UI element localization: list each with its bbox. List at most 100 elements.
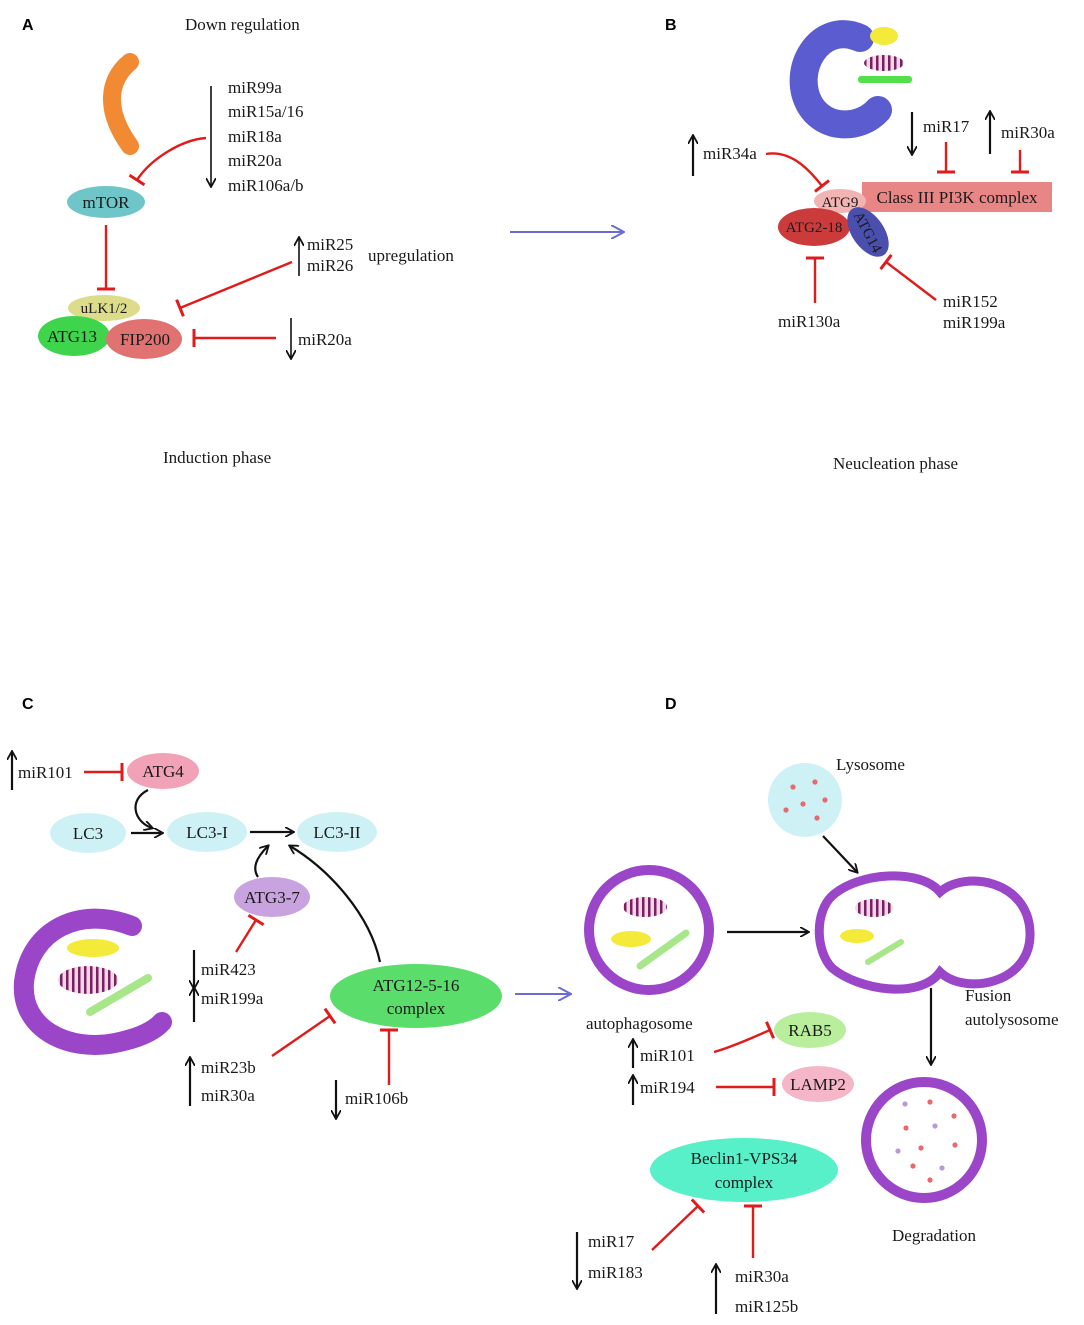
- lysosome-dot: [800, 801, 806, 807]
- inhibition-mirs-to-mtor: [128, 136, 207, 187]
- atg14-node: [847, 207, 889, 257]
- lc3-label: LC3: [73, 824, 103, 843]
- degradation-dot: [910, 1163, 916, 1169]
- atg218-node: [778, 208, 850, 246]
- atg9-label: ATG9: [822, 195, 859, 211]
- mir30a-label: miR30a: [201, 1086, 255, 1105]
- mir101-label: miR101: [18, 763, 73, 782]
- arrow-atg4-to-lc3i: [134, 789, 152, 828]
- cargo-green: [86, 974, 152, 1016]
- degradation-dot: [939, 1165, 945, 1171]
- phagophore-membrane: [13, 908, 172, 1055]
- atg13-node: [38, 316, 110, 356]
- beclin-complex-node: [650, 1138, 838, 1202]
- atg37-label: ATG3-7: [244, 888, 300, 907]
- mir183-label: miR183: [588, 1263, 643, 1282]
- inhibition-mir101-to-rab5: [713, 1021, 775, 1054]
- mir17-label: miR17: [923, 117, 970, 136]
- ulk-label: uLK1/2: [81, 301, 128, 317]
- degradation-dot: [902, 1101, 908, 1107]
- mir-list-item: miR99a: [228, 78, 282, 97]
- mir25-label: miR25: [307, 235, 353, 254]
- atg13-label: ATG13: [47, 327, 97, 346]
- beclin-label-line1: Beclin1-VPS34: [691, 1149, 798, 1168]
- lc3i-label: LC3-I: [186, 823, 228, 842]
- cargo-green: [636, 929, 690, 970]
- degradation-dot: [927, 1177, 933, 1183]
- lc3ii-node: [297, 812, 377, 852]
- cargo-green: [858, 76, 912, 83]
- cargo-mitochondrion: [855, 899, 893, 917]
- lamp2-label: LAMP2: [790, 1075, 846, 1094]
- inhibition-mir423-to-atg37: [234, 913, 265, 953]
- lc3i-node: [167, 812, 247, 852]
- mir-list-item: miR15a/16: [228, 102, 304, 121]
- autophagosome-label: autophagosome: [586, 1014, 693, 1033]
- down-regulation-header: Down regulation: [185, 15, 300, 34]
- mir-list-item: miR20a: [228, 151, 282, 170]
- lc3ii-label: LC3-II: [313, 823, 361, 842]
- beclin-label-line2: complex: [715, 1173, 774, 1192]
- pi3k-label: Class III PI3K complex: [876, 188, 1038, 207]
- degradation-dot: [918, 1145, 924, 1151]
- organelle-orange: [103, 53, 139, 155]
- cargo-yellow: [67, 939, 119, 957]
- lc3-node: [50, 813, 126, 853]
- cargo-green: [865, 939, 904, 965]
- panel-b-letter: B: [665, 17, 677, 34]
- atg37-node: [234, 877, 310, 917]
- mir17-label: miR17: [588, 1232, 635, 1251]
- fusion-label: Fusion: [965, 986, 1012, 1005]
- inhibition-mir152-to-atg14: [879, 253, 937, 301]
- mir26-label: miR26: [307, 256, 353, 275]
- nucleation-phase-label: Neucleation phase: [833, 454, 958, 473]
- mir20a-label: miR20a: [298, 330, 352, 349]
- cargo-yellow: [611, 931, 651, 947]
- mir423-label: miR423: [201, 960, 256, 979]
- mir130a-label: miR130a: [778, 312, 841, 331]
- degradation-dot: [895, 1148, 901, 1154]
- upregulation-label: upregulation: [368, 246, 454, 265]
- rab5-node: [774, 1012, 846, 1048]
- atg218-label: ATG2-18: [786, 220, 843, 236]
- cargo-yellow: [870, 27, 898, 45]
- arrow-lysosome-to-fusion: [822, 835, 857, 872]
- mtor-node: [67, 186, 145, 218]
- pi3k-complex: [862, 182, 1052, 212]
- lamp2-node: [782, 1066, 854, 1102]
- mir23b-label: miR23b: [201, 1058, 256, 1077]
- cargo-yellow: [840, 929, 874, 943]
- mir-list-item: miR18a: [228, 127, 282, 146]
- mir106b-label: miR106b: [345, 1089, 408, 1108]
- cargo-mitochondrion: [864, 55, 904, 71]
- mir152-label: miR152: [943, 292, 998, 311]
- degradation-dot: [932, 1123, 938, 1129]
- mir34a-label: miR34a: [703, 144, 757, 163]
- lysosome-dot: [814, 815, 820, 821]
- degradation-dot: [927, 1099, 933, 1105]
- panel-c-letter: C: [22, 696, 34, 713]
- panel-a-letter: A: [22, 17, 34, 34]
- mir30a-label: miR30a: [735, 1267, 789, 1286]
- fip200-node: [106, 319, 182, 359]
- mir199a-label: miR199a: [943, 313, 1006, 332]
- inhibition-mir17-to-beclin: [651, 1198, 706, 1251]
- arrow-atg37-to-lc3: [254, 846, 268, 878]
- atg4-node: [127, 753, 199, 789]
- atg4-label: ATG4: [142, 762, 184, 781]
- degradation-organelle: [861, 1077, 987, 1203]
- degradation-dot: [952, 1142, 958, 1148]
- phagophore-membrane: [789, 20, 892, 139]
- atg12-complex-node: [330, 964, 502, 1028]
- lysosome-organelle: [768, 763, 842, 837]
- atg9-node: [814, 189, 866, 213]
- inhibition-mir25-to-ulk: [175, 260, 293, 317]
- lysosome-label: Lysosome: [836, 755, 905, 774]
- induction-phase-label: Induction phase: [163, 448, 271, 467]
- rab5-label: RAB5: [788, 1021, 831, 1040]
- lysosome-dot: [812, 779, 818, 785]
- degradation-dot: [951, 1113, 957, 1119]
- mir199a-label: miR199a: [201, 989, 264, 1008]
